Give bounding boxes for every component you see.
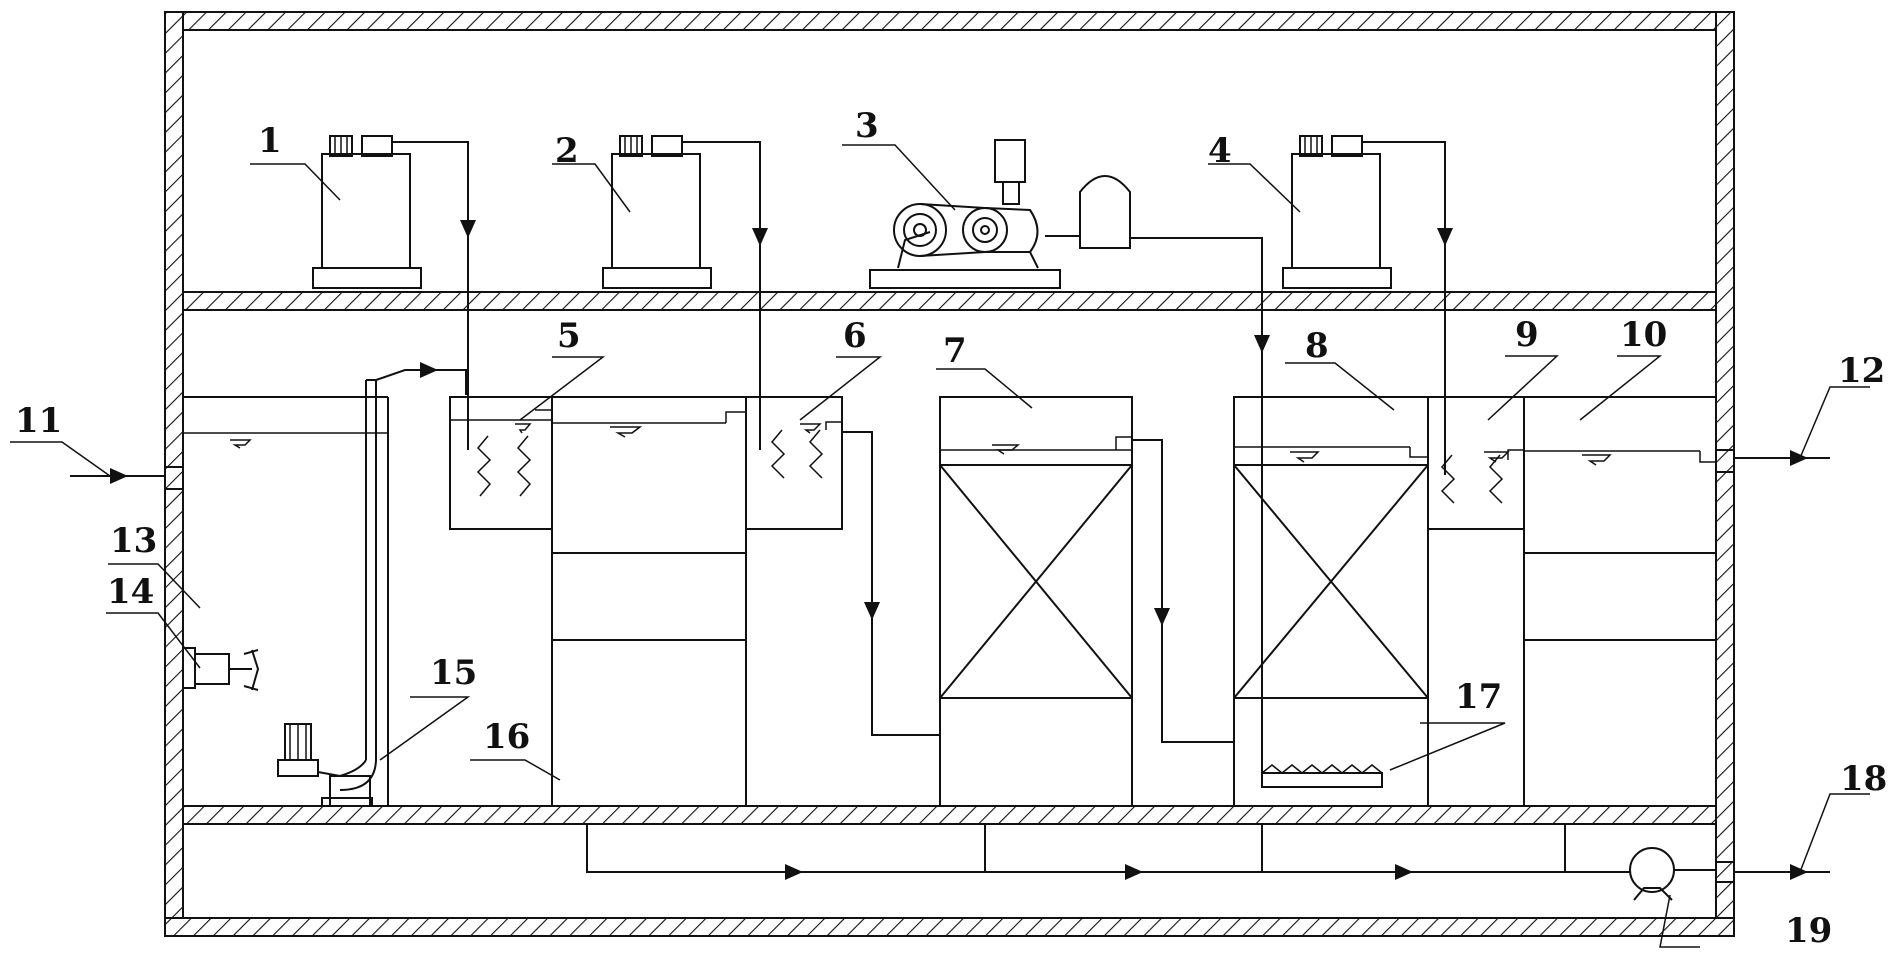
housing-walls <box>164 11 1735 937</box>
tank-7 <box>939 396 1234 807</box>
label-19: 19 <box>1785 911 1832 951</box>
lift-pipe <box>365 362 467 760</box>
tank-6 <box>745 396 940 736</box>
tank-10 <box>1523 396 1830 807</box>
number-labels: 1 2 3 4 5 6 7 8 9 10 11 12 13 14 15 16 1… <box>15 106 1887 951</box>
tank-13 <box>70 396 389 806</box>
label-13: 13 <box>110 521 157 561</box>
label-7: 7 <box>943 331 967 371</box>
label-14: 14 <box>107 572 154 612</box>
tank-16 <box>551 396 747 807</box>
label-1: 1 <box>258 121 282 161</box>
sludge-line <box>586 824 1830 901</box>
label-8: 8 <box>1305 326 1329 366</box>
label-9: 9 <box>1515 315 1539 355</box>
label-6: 6 <box>843 316 867 356</box>
blower-unit-3 <box>869 139 1270 787</box>
tank-5 <box>449 396 553 530</box>
dosing-unit-4 <box>1282 135 1453 475</box>
label-11: 11 <box>15 401 62 441</box>
dosing-unit-1 <box>312 135 476 450</box>
label-2: 2 <box>555 131 579 171</box>
label-4: 4 <box>1208 131 1232 171</box>
label-18: 18 <box>1840 759 1887 799</box>
label-15: 15 <box>430 653 477 693</box>
label-10: 10 <box>1620 315 1667 355</box>
leader-lines <box>10 144 1870 948</box>
label-5: 5 <box>557 316 581 356</box>
mixer-14 <box>182 647 260 691</box>
tank-9 <box>1427 396 1525 530</box>
dosing-unit-2 <box>602 135 768 450</box>
label-17: 17 <box>1455 677 1502 717</box>
label-12: 12 <box>1838 351 1885 391</box>
label-16: 16 <box>483 717 530 757</box>
tank-8 <box>1233 396 1429 807</box>
submersible-pump-15 <box>277 723 377 807</box>
label-3: 3 <box>855 106 879 146</box>
